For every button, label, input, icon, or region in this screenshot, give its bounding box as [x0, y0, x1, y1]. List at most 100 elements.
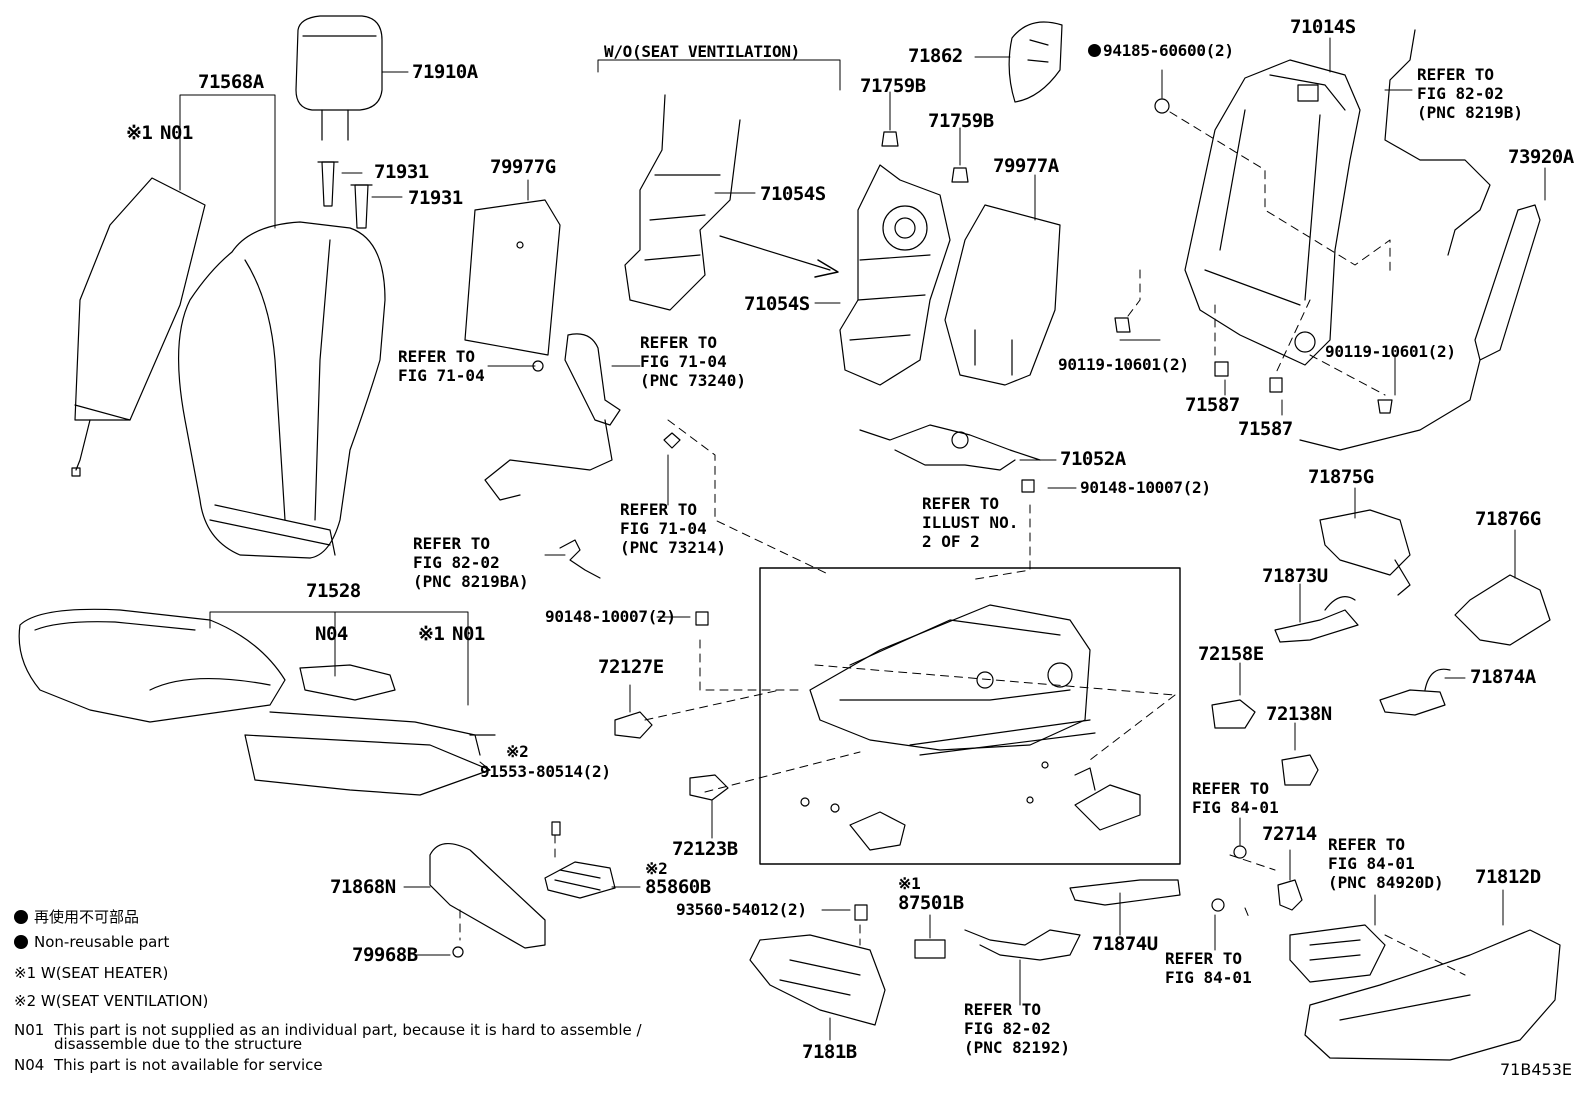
part-label-90148-10007[interactable]: 90148-10007(2)	[1080, 478, 1211, 497]
refer-fig-84-01[interactable]: REFER TO FIG 84-01	[1165, 949, 1252, 987]
non-reusable-dot-icon	[1088, 44, 1101, 57]
part-label-71052A[interactable]: 71052A	[1060, 448, 1126, 470]
part-label-71014S[interactable]: 71014S	[1290, 16, 1356, 38]
non-reusable-dot-icon	[14, 935, 28, 949]
shield-cover-71862	[1008, 21, 1063, 103]
cover-71875G	[1319, 509, 1411, 596]
part-label-71868N[interactable]: 71868N	[330, 876, 396, 898]
legend-star2: ※2 W(SEAT VENTILATION)	[14, 992, 209, 1010]
part-label-71528[interactable]: 71528	[306, 580, 361, 602]
harness-82192	[964, 929, 1081, 961]
part-label-71054S[interactable]: 71054S	[760, 183, 826, 205]
cover-72158E	[1211, 699, 1256, 729]
part-label-79977A[interactable]: 79977A	[993, 155, 1059, 177]
part-label-87501B[interactable]: 87501B	[898, 892, 964, 914]
refer-illust-2-of-2[interactable]: REFER TO ILLUST NO. 2 OF 2	[922, 494, 1019, 551]
part-label-72138N[interactable]: 72138N	[1266, 703, 1332, 725]
shield-71812D	[1304, 929, 1561, 1061]
part-label-71874A[interactable]: 71874A	[1470, 666, 1536, 688]
part-label-71931[interactable]: 71931	[374, 161, 429, 183]
part-label-71568A[interactable]: 71568A	[198, 71, 264, 93]
legend-jp-text: 再使用不可部品	[34, 908, 140, 926]
part-label-71873U[interactable]: 71873U	[1262, 565, 1328, 587]
screw-8401c	[1211, 898, 1225, 912]
seat-cushion-cover-71528	[18, 608, 286, 723]
switch-87501B	[914, 939, 946, 959]
part-label-71587[interactable]: 71587	[1185, 394, 1240, 416]
screw-8401a	[1233, 845, 1247, 859]
refer-fig-82-02-8219B[interactable]: REFER TO FIG 82-02 (PNC 8219B)	[1417, 65, 1523, 122]
cover-71876G	[1454, 574, 1551, 646]
cover-71873U	[1274, 596, 1359, 643]
part-label-71874U[interactable]: 71874U	[1092, 933, 1158, 955]
part-label-71910A[interactable]: 71910A	[412, 61, 478, 83]
seatback-frame-71014S	[1184, 59, 1361, 366]
bolt-93560	[854, 904, 868, 921]
seat-belt-buckle-refer	[484, 333, 681, 501]
part-label-71862[interactable]: 71862	[908, 45, 963, 67]
mark-star1: ※1	[898, 874, 921, 893]
part-label-71587[interactable]: 71587	[1238, 418, 1293, 440]
part-label-7181B[interactable]: 7181B	[802, 1041, 857, 1063]
mark-star2: ※2	[506, 742, 529, 761]
part-label-72714[interactable]: 72714	[1262, 823, 1317, 845]
legend-n04-text: This part is not available for service	[54, 1056, 323, 1074]
motors	[800, 761, 1141, 851]
seat-track-box	[759, 567, 1181, 865]
part-number-text: 94185-60600(2)	[1103, 41, 1234, 60]
part-label-85860B[interactable]: 85860B	[645, 876, 711, 898]
part-label-72123B[interactable]: 72123B	[672, 838, 738, 860]
legend-star1: ※1 W(SEAT HEATER)	[14, 964, 169, 982]
blower-85860B	[544, 861, 616, 899]
cover-71874A	[1379, 668, 1451, 716]
seatback-heater-illustration	[71, 177, 206, 477]
legend-en-row: Non-reusable part	[14, 935, 169, 950]
mark-n01-prefix: ※1	[418, 623, 445, 645]
legend-jp-row: 再使用不可部品	[14, 910, 139, 925]
mark-n04: N04	[315, 623, 348, 645]
part-label-71054S[interactable]: 71054S	[744, 293, 810, 315]
cover-71874U	[1069, 879, 1181, 906]
part-label-90119-10601[interactable]: 90119-10601(2)	[1325, 342, 1456, 361]
part-label-71931[interactable]: 71931	[408, 187, 463, 209]
seatback-cover-illustration	[177, 221, 386, 559]
screw-91553	[551, 821, 561, 836]
mark-n01-prefix: ※1	[126, 122, 153, 144]
refer-fig-71-04-73214[interactable]: REFER TO FIG 71-04 (PNC 73214)	[620, 500, 726, 557]
part-72714	[1277, 879, 1303, 911]
part-label-79968B[interactable]: 79968B	[352, 944, 418, 966]
heater-n04	[299, 664, 396, 701]
part-label-90148-10007[interactable]: 90148-10007(2)	[545, 607, 676, 626]
part-label-90119-10601[interactable]: 90119-10601(2)	[1058, 355, 1189, 374]
refer-fig-71-04-73240[interactable]: REFER TO FIG 71-04 (PNC 73240)	[640, 333, 746, 390]
refer-fig-82-02-82192[interactable]: REFER TO FIG 82-02 (PNC 82192)	[964, 1000, 1070, 1057]
arrow	[719, 235, 831, 271]
diagram-id: 71B453E	[1500, 1060, 1572, 1079]
part-label-91553-80514[interactable]: 91553-80514(2)	[480, 762, 611, 781]
part-label-71876G[interactable]: 71876G	[1475, 508, 1541, 530]
part-label-72158E[interactable]: 72158E	[1198, 643, 1264, 665]
legend-n01-code: N01	[14, 1021, 45, 1039]
legend-n04-code: N04	[14, 1056, 45, 1074]
part-label-79977G[interactable]: 79977G	[490, 156, 556, 178]
part-label-71875G[interactable]: 71875G	[1308, 466, 1374, 488]
part-label-94185-60600[interactable]: 94185-60600(2)	[1088, 43, 1234, 59]
refer-fig-71-04[interactable]: REFER TO FIG 71-04	[398, 347, 485, 385]
part-label-71812D[interactable]: 71812D	[1475, 866, 1541, 888]
wo-seat-ventilation-heading: W/O(SEAT VENTILATION)	[604, 42, 800, 61]
refer-fig-84-01[interactable]: REFER TO FIG 84-01	[1192, 779, 1279, 817]
part-label-93560-54012[interactable]: 93560-54012(2)	[676, 900, 807, 919]
connector-8219BA	[559, 539, 601, 579]
seatback-pad-79977G	[464, 199, 561, 356]
part-label-71759B[interactable]: 71759B	[928, 110, 994, 132]
lumbar-frame-mid	[839, 164, 951, 386]
refer-fig-82-02-8219BA[interactable]: REFER TO FIG 82-02 (PNC 8219BA)	[413, 534, 529, 591]
mark-n01: N01	[452, 623, 485, 645]
part-label-72127E[interactable]: 72127E	[598, 656, 664, 678]
part-label-73920A[interactable]: 73920A	[1508, 146, 1574, 168]
side-airbag-73920A	[1299, 29, 1541, 451]
part-label-71759B[interactable]: 71759B	[860, 75, 926, 97]
refer-fig-84-01-84920D[interactable]: REFER TO FIG 84-01 (PNC 84920D)	[1328, 835, 1444, 892]
non-reusable-dot-icon	[14, 910, 28, 924]
